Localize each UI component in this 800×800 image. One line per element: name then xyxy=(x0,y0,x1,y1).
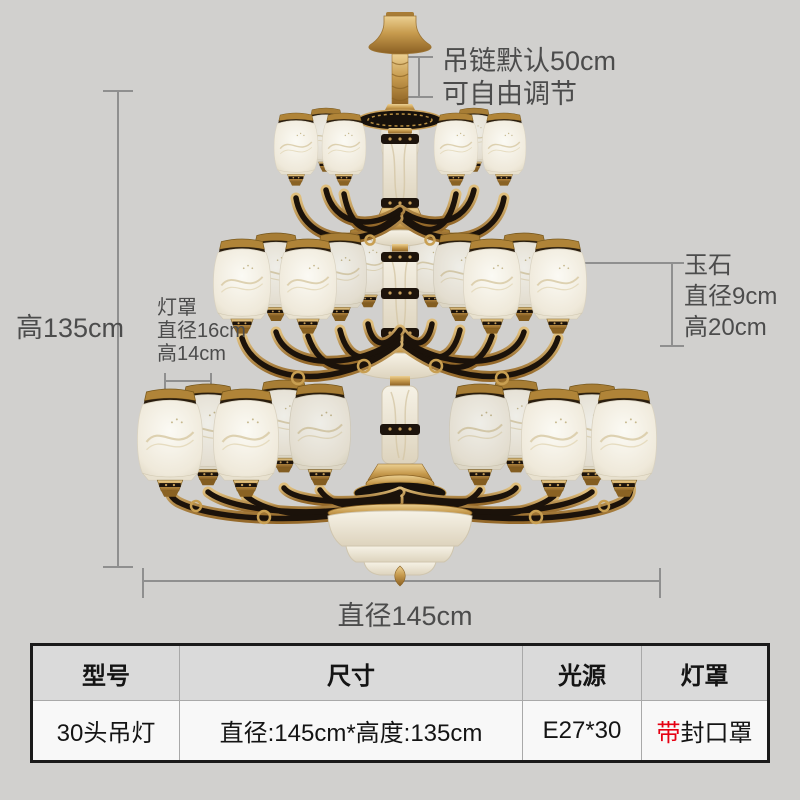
spec-value-shade: 带封口罩 xyxy=(642,701,767,760)
jade-annotation-title: 玉石 xyxy=(684,252,732,279)
spec-header-shade: 灯罩 xyxy=(680,662,729,690)
spec-table: 型号 尺寸 光源 灯罩 30头吊灯 直径:145cm*高度:135cm E27*… xyxy=(30,643,770,763)
shade-annotation-height: 高14cm xyxy=(157,343,226,365)
hanging-chain xyxy=(391,53,409,107)
tier2-arms xyxy=(242,318,564,384)
chain-dimension-bracket xyxy=(405,56,433,98)
height-dimension-line xyxy=(103,90,133,568)
jade-annotation-diameter: 直径9cm xyxy=(684,283,778,310)
spec-value-model: 30头吊灯 xyxy=(33,701,180,760)
jade-annotation-height: 高20cm xyxy=(684,314,767,341)
shade-annotation-diameter: 直径16cm xyxy=(157,320,246,342)
finial xyxy=(394,565,406,587)
spec-header-size: 尺寸 xyxy=(180,646,523,700)
shade-annotation-title: 灯罩 xyxy=(157,297,197,319)
spec-value-shade-highlight: 带 xyxy=(656,720,681,747)
spec-value-size: 直径:145cm*高度:135cm xyxy=(180,701,523,760)
chain-annotation-line1: 吊链默认50cm xyxy=(442,46,617,76)
spec-header-model: 型号 xyxy=(33,646,180,700)
shade-annotation: 灯罩 直径16cm 高14cm xyxy=(157,297,246,366)
bottom-bowl xyxy=(327,503,473,587)
dimension-lines xyxy=(103,56,684,598)
chain-annotation: 吊链默认50cm 可自由调节 xyxy=(442,45,616,111)
spec-header-light-source: 光源 xyxy=(523,646,642,700)
jade-annotation: 玉石 直径9cm 高20cm xyxy=(684,250,777,343)
height-label: 高135cm xyxy=(16,313,125,343)
ceiling-canopy xyxy=(368,12,432,55)
chain-annotation-line2: 可自由调节 xyxy=(442,79,577,109)
spec-table-header-row: 型号 尺寸 光源 灯罩 xyxy=(33,646,767,701)
spec-value-light-source: E27*30 xyxy=(523,701,642,760)
spec-value-shade-rest: 封口罩 xyxy=(680,720,753,747)
diameter-label: 直径145cm xyxy=(337,601,473,631)
jade-dimension-bracket xyxy=(660,262,684,347)
spec-table-data-row: 30头吊灯 直径:145cm*高度:135cm E27*30 带封口罩 xyxy=(33,701,767,760)
